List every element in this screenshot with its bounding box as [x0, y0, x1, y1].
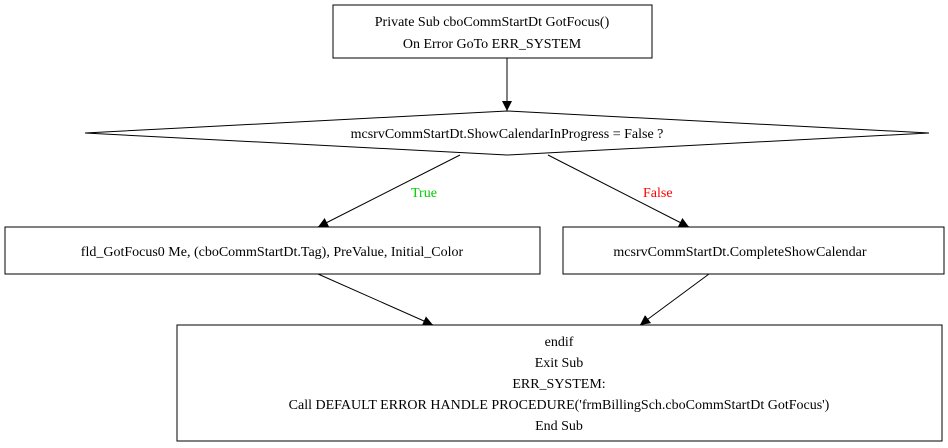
end-node-line-4: Call DEFAULT ERROR HANDLE PROCEDURE('frm… — [289, 398, 830, 413]
edge-false-end — [639, 273, 710, 326]
start-node: Private Sub cboCommStartDt GotFocus() On… — [332, 4, 653, 59]
end-node-line-1: endif — [545, 335, 574, 350]
end-node-line-3: ERR_SYSTEM: — [512, 377, 605, 392]
false-branch-node: mcsrvCommStartDt.CompleteShowCalendar — [562, 226, 945, 275]
true-branch-node-text: fld_GotFocus0 Me, (cboCommStartDt.Tag), … — [81, 245, 464, 260]
edge-label-false: False — [643, 186, 673, 201]
edge-decision-false — [547, 154, 690, 228]
true-branch-node: fld_GotFocus0 Me, (cboCommStartDt.Tag), … — [4, 226, 541, 275]
start-node-line-2: On Error GoTo ERR_SYSTEM — [403, 37, 582, 52]
decision-node: mcsrvCommStartDt.ShowCalendarInProgress … — [84, 110, 930, 156]
edge-true-end — [317, 273, 434, 326]
edge-decision-true — [317, 154, 461, 228]
decision-node-text: mcsrvCommStartDt.ShowCalendarInProgress … — [351, 127, 664, 142]
end-node-line-5: End Sub — [535, 419, 583, 434]
start-node-line-1: Private Sub cboCommStartDt GotFocus() — [375, 15, 610, 30]
edge-label-true: True — [411, 186, 437, 201]
end-node: endif Exit Sub ERR_SYSTEM: Call DEFAULT … — [176, 324, 943, 442]
false-branch-node-text: mcsrvCommStartDt.CompleteShowCalendar — [613, 245, 866, 260]
end-node-line-2: Exit Sub — [535, 356, 584, 371]
